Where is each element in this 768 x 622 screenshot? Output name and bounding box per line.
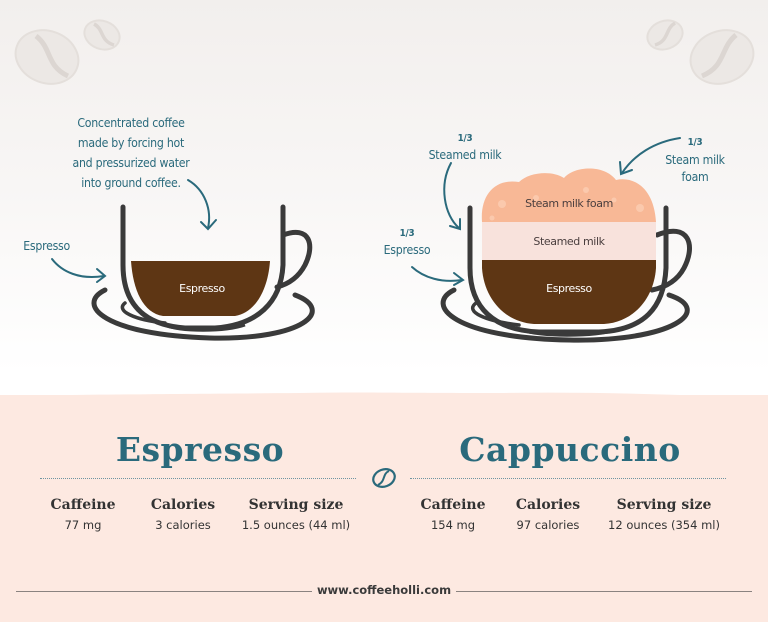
espresso-cup: Espresso <box>85 195 325 360</box>
annotation-foam: 1/3 Steam milk foam <box>660 134 730 185</box>
fraction: 1/3 <box>687 137 703 148</box>
stat-label: Calories <box>515 497 581 513</box>
espresso-description: Concentrated coffee made by forcing hot … <box>65 113 197 193</box>
layer-label-steamed-milk: Steamed milk <box>533 235 605 248</box>
comparison-panel <box>0 395 768 622</box>
stat-value: 77 mg <box>64 518 102 532</box>
footer-website[interactable]: www.coffeeholli.com <box>316 583 452 597</box>
stat-label: Caffeine <box>50 497 116 513</box>
description-line: Concentrated coffee <box>77 115 185 130</box>
description-line: and pressurized water <box>72 155 190 170</box>
coffee-bean-icon <box>14 29 80 85</box>
stat-value: 12 ounces (354 ml) <box>608 518 720 532</box>
stat-value: 3 calories <box>155 518 211 532</box>
dotted-divider <box>410 478 726 479</box>
stat-calories: Calories 3 calories <box>138 497 228 532</box>
stat-caffeine: Caffeine 154 mg <box>410 497 496 532</box>
stat-label: Calories <box>150 497 216 513</box>
espresso-side-label: Espresso <box>23 238 70 253</box>
stat-calories: Calories 97 calories <box>503 497 593 532</box>
annotation-label: Espresso <box>383 242 431 257</box>
annotation-label: foam <box>681 169 709 184</box>
layer-label-espresso: Espresso <box>546 282 592 295</box>
cup-icon <box>440 168 692 343</box>
stat-value: 1.5 ounces (44 ml) <box>241 518 351 532</box>
description-line: into ground coffee. <box>81 175 181 190</box>
arrow-icon <box>411 137 681 286</box>
cappuccino-arrows <box>411 137 681 286</box>
coffee-bean-icon <box>83 19 121 51</box>
annotation-label: Steamed milk <box>428 147 502 162</box>
fraction: 1/3 <box>399 228 415 239</box>
espresso-arrows <box>51 179 217 283</box>
annotation-espresso: 1/3 Espresso <box>376 226 438 258</box>
annotation-label: Steam milk <box>665 152 725 167</box>
coffee-bean-icon <box>372 468 396 488</box>
layer-label-foam: Steam milk foam <box>525 197 613 210</box>
arrow-icon <box>51 179 217 283</box>
cappuccino-cup: Steam milk foam Steamed milk Espresso <box>434 160 704 360</box>
description-line: made by forcing hot <box>77 135 185 150</box>
layer-label-espresso: Espresso <box>179 282 225 295</box>
stat-value: 154 mg <box>430 518 476 532</box>
stat-serving-size: Serving size 12 ounces (354 ml) <box>600 497 728 532</box>
annotation-steamed-milk: 1/3 Steamed milk <box>417 131 514 163</box>
coffee-bean-icon <box>689 29 755 85</box>
espresso-title: Espresso <box>115 430 285 469</box>
stat-serving-size: Serving size 1.5 ounces (44 ml) <box>234 497 358 532</box>
stat-label: Caffeine <box>420 497 486 513</box>
footer-rule-left <box>16 591 312 592</box>
stat-label: Serving size <box>248 497 344 513</box>
cup-icon <box>91 204 315 341</box>
stat-label: Serving size <box>616 497 712 513</box>
coffee-bean-icon <box>646 19 684 51</box>
fraction: 1/3 <box>457 133 473 144</box>
stat-caffeine: Caffeine 77 mg <box>40 497 126 532</box>
stat-value: 97 calories <box>516 518 580 532</box>
cappuccino-title: Cappuccino <box>459 430 681 469</box>
dotted-divider <box>40 478 356 479</box>
footer-rule-right <box>456 591 752 592</box>
